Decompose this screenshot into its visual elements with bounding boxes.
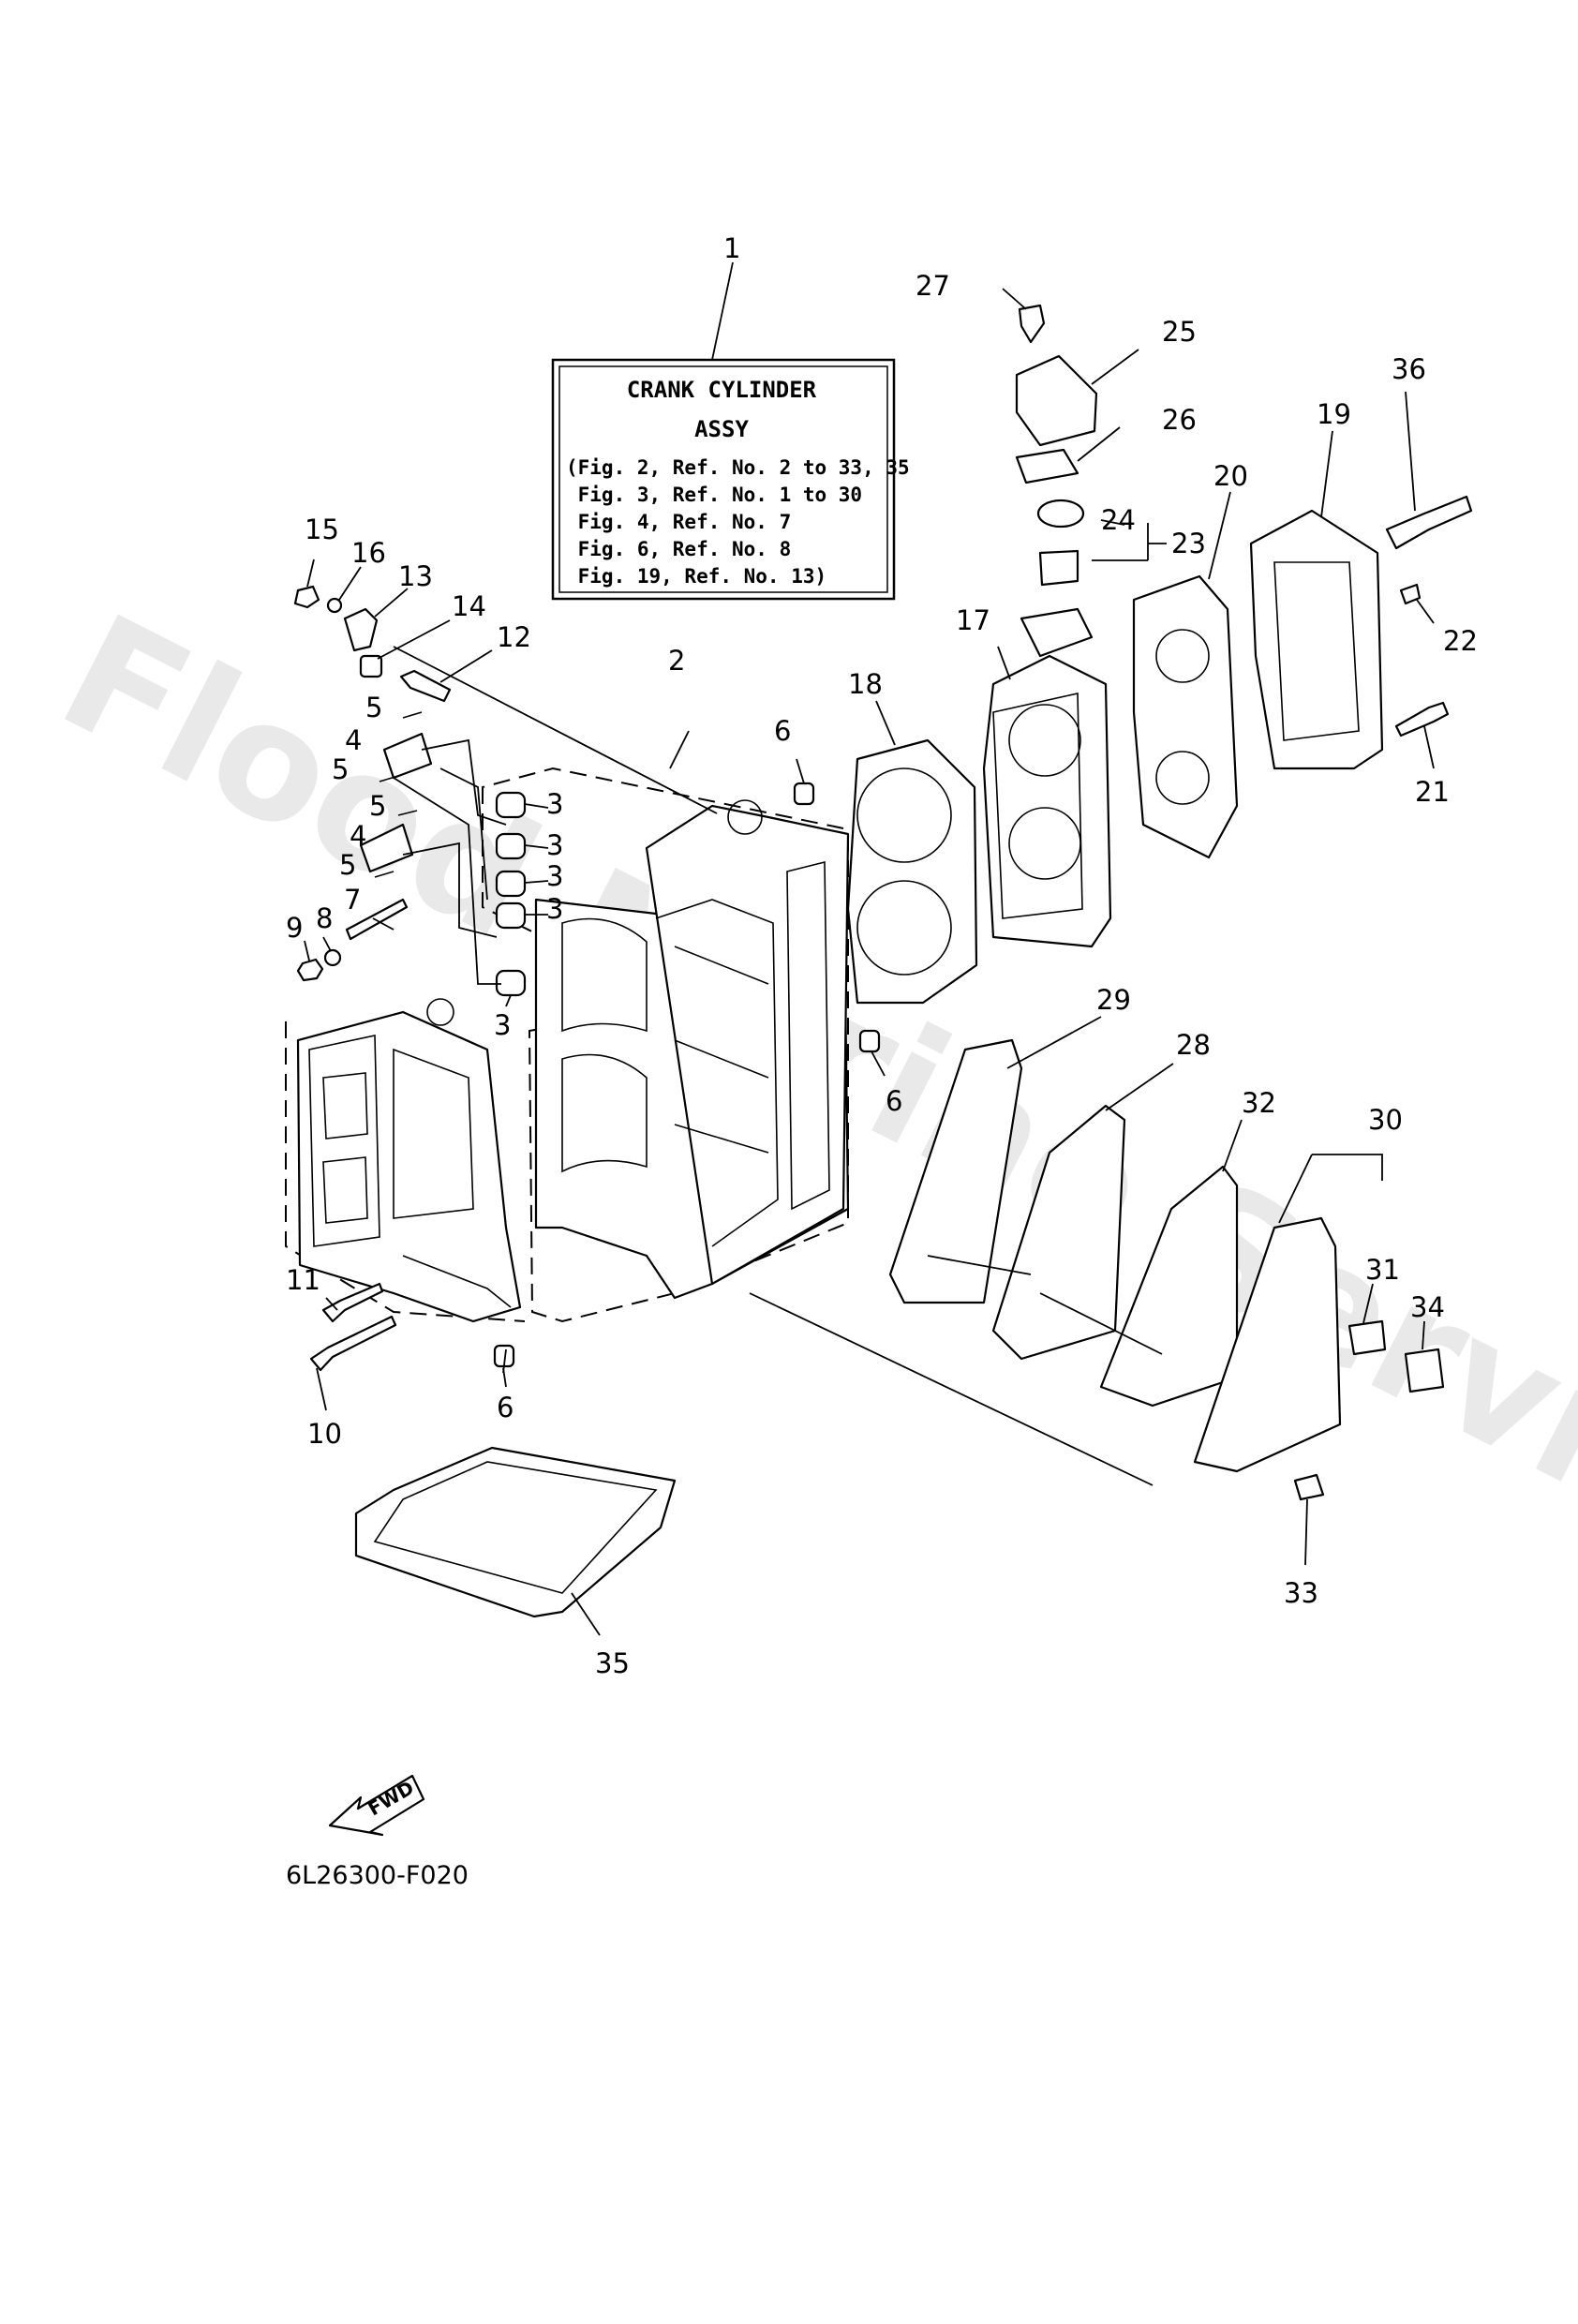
base-gasket-part-35: [354, 1446, 677, 1618]
temperature-sensor-icon: [1385, 495, 1473, 550]
crankcase-assembly-outline: [482, 767, 849, 1323]
callout-4: 4: [350, 820, 366, 852]
callout-22: 22: [1443, 625, 1478, 657]
callout-3: 3: [546, 788, 563, 820]
info-box-line: (Fig. 2, Ref. No. 2 to 33, 35: [566, 456, 910, 479]
callout-5: 5: [369, 790, 386, 822]
callout-29: 29: [1096, 984, 1131, 1016]
callout-24: 24: [1101, 504, 1136, 536]
info-box-line: Fig. 19, Ref. No. 13): [566, 565, 826, 588]
bolt-icon: [1399, 583, 1422, 605]
bolt-icon: [293, 585, 320, 609]
callout-30: 30: [1368, 1104, 1403, 1136]
thermostat-cover-part-25: [1015, 354, 1098, 447]
washer-icon: [326, 597, 343, 614]
dowel-pin-icon: [858, 1029, 881, 1053]
callout-2: 2: [668, 645, 685, 677]
grommet-icon: [1404, 1348, 1445, 1393]
callout-35: 35: [595, 1647, 630, 1679]
callout-13: 13: [398, 560, 433, 592]
washer-icon: [323, 948, 342, 967]
thermostat-icon: [1038, 549, 1079, 587]
callout-32: 32: [1242, 1087, 1276, 1119]
cylinder-block-lower: [296, 998, 522, 1323]
callout-9: 9: [286, 912, 303, 944]
callout-1: 1: [723, 232, 740, 264]
head-gasket-part-18: [846, 738, 978, 1005]
bolt-icon: [1293, 1473, 1325, 1501]
bracket-icon: [343, 607, 379, 652]
callout-3: 3: [546, 893, 563, 925]
callout-6: 6: [886, 1085, 902, 1117]
callout-31: 31: [1365, 1254, 1400, 1286]
head-cover-part-19: [1249, 509, 1384, 770]
callout-7: 7: [344, 884, 361, 916]
exhaust-cover-part-30: [1193, 1216, 1342, 1473]
callout-leaders: [304, 288, 1435, 1636]
diagram-code: 6L26300-F020: [286, 1861, 469, 1890]
stud-bolt-icon: [345, 898, 409, 941]
info-box-line: Fig. 6, Ref. No. 8: [566, 538, 791, 560]
callout-3: 3: [546, 860, 563, 892]
bolt-icon: [321, 1282, 384, 1323]
hoses: [359, 711, 507, 985]
nut-icon: [296, 958, 324, 982]
callout-21: 21: [1415, 776, 1450, 808]
callout-23: 23: [1171, 528, 1206, 559]
collar-icon: [359, 654, 383, 678]
info-box-title: CRANK CYLINDER: [627, 377, 817, 403]
callout-12: 12: [497, 621, 531, 653]
callout-17: 17: [956, 604, 990, 636]
callout-34: 34: [1410, 1291, 1445, 1323]
callout-numbers: 1 2 3 3 3 3 3 4 4 5 5 5 5 6 6 6 7 8 9 10…: [286, 232, 1478, 1679]
callout-6: 6: [774, 715, 791, 747]
callout-6: 6: [497, 1392, 514, 1423]
crankcase-part-2: [534, 799, 850, 1300]
callout-10: 10: [307, 1418, 342, 1450]
bolt-icon: [1394, 701, 1450, 737]
head-cover-gasket-part-20: [1132, 574, 1239, 859]
callout-33: 33: [1284, 1577, 1318, 1609]
callout-15: 15: [305, 514, 339, 545]
callout-3: 3: [546, 829, 563, 861]
callout-19: 19: [1317, 398, 1351, 430]
callout-5: 5: [365, 692, 382, 723]
dowel-pin-icon: [793, 782, 815, 806]
bolt-icon: [1018, 304, 1046, 344]
info-box-line: Fig. 3, Ref. No. 1 to 30: [566, 484, 862, 506]
exhaust-gasket-part-29: [888, 1038, 1023, 1304]
crank-cylinder-assy-info-box: CRANK CYLINDER ASSY (Fig. 2, Ref. No. 2 …: [551, 358, 910, 601]
hose-fittings: [495, 791, 527, 997]
callout-25: 25: [1162, 316, 1197, 348]
callout-4: 4: [345, 724, 362, 756]
info-box-line: Fig. 4, Ref. No. 7: [566, 511, 791, 533]
info-box-subtitle: ASSY: [694, 416, 749, 442]
callout-14: 14: [452, 590, 486, 622]
callout-16: 16: [351, 537, 386, 569]
callout-8: 8: [316, 902, 333, 934]
callout-26: 26: [1162, 404, 1197, 436]
callout-36: 36: [1392, 353, 1426, 385]
callout-28: 28: [1176, 1029, 1211, 1061]
callout-18: 18: [848, 668, 883, 700]
cylinder-head-part-17: [982, 607, 1112, 948]
bolt-icon: [399, 669, 452, 703]
bolt-icon: [309, 1315, 397, 1372]
thermostat-seal-icon: [1036, 499, 1085, 529]
callout-11: 11: [286, 1264, 320, 1296]
anode-icon: [1347, 1319, 1387, 1356]
callout-20: 20: [1213, 460, 1248, 492]
callout-5: 5: [339, 849, 356, 881]
thermostat-gasket-part-26: [1015, 448, 1079, 484]
callout-3: 3: [494, 1009, 511, 1041]
callout-5: 5: [332, 753, 349, 785]
forward-direction-arrow-icon: FWD: [328, 1774, 425, 1837]
callout-27: 27: [916, 270, 950, 302]
